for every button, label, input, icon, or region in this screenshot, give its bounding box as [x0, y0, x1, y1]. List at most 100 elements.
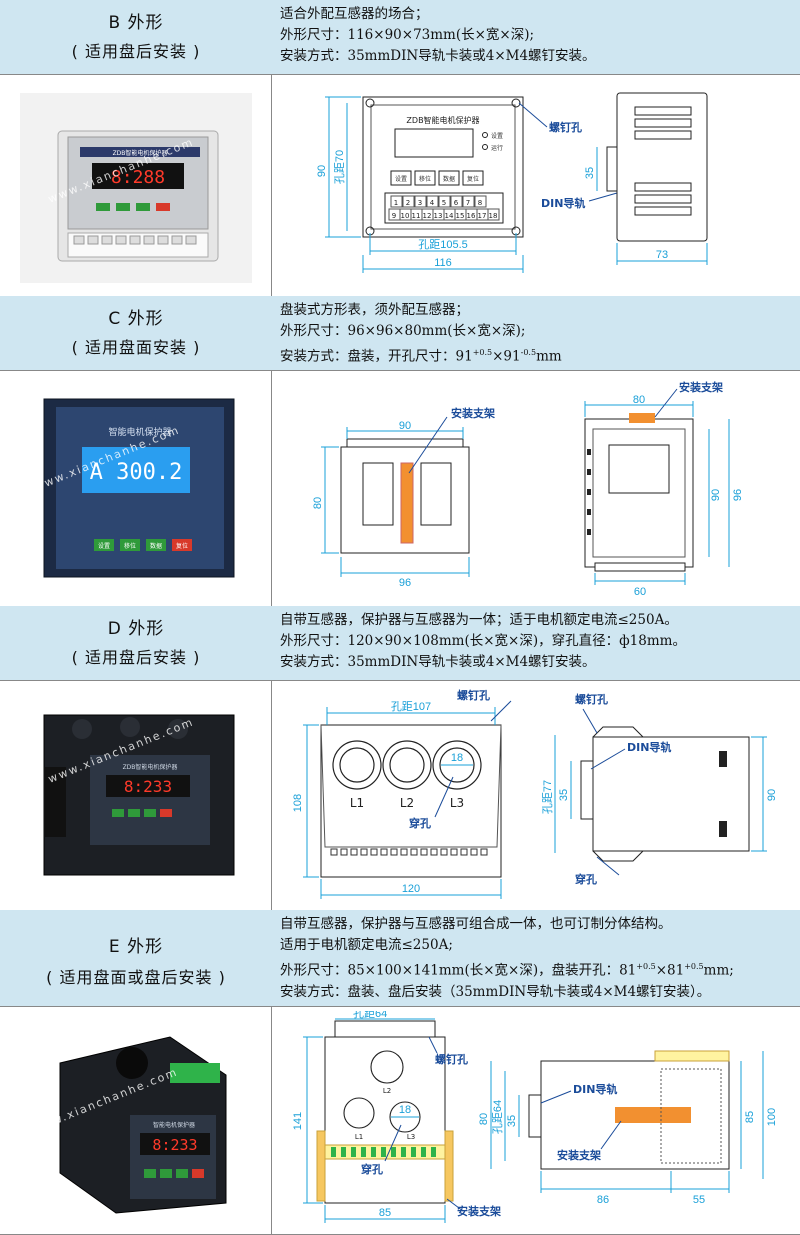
section-e-dim-side-total2: 100	[766, 1108, 778, 1126]
section-b-btn-2: 移位	[419, 175, 431, 183]
section-c-dim-side-h: 90	[710, 489, 722, 501]
section-b-header: B 外形 ( 适用盘后安装 ) 适合外配互感器的场合； 外形尺寸：116×90×…	[0, 0, 800, 74]
section-b-callout-screw: 螺钉孔	[549, 120, 582, 134]
section-b-line-2: 外形尺寸：116×90×73mm(长×宽×深);	[280, 27, 535, 43]
terminal-bottom: 12	[423, 212, 432, 220]
section-e-dim-side-w1: 86	[597, 1194, 609, 1206]
column-divider	[271, 681, 272, 911]
section-c-header: C 外形 ( 适用盘面安装 ) 盘装式方形表，须外配互感器； 外形尺寸：96×9…	[0, 296, 800, 370]
section-b-terminals: 1 2 3 4 5 6 7 8 9 10 11 12 13 14 15 16 1…	[388, 195, 500, 221]
section-e-callout-bracket-front: 安装支架	[457, 1204, 501, 1218]
section-e-line-3-prefix: 外形尺寸：85×100×141mm(长×宽×深)，盘装开孔：81	[280, 962, 637, 979]
column-divider	[271, 1007, 272, 1234]
section-d-dim-side-hole: 孔距77	[541, 780, 554, 814]
section-d-dim-hole-d: 18	[451, 752, 463, 764]
section-b-btn-4: 复位	[467, 175, 479, 183]
section-c-photo-label: 智能电机保护器	[108, 426, 171, 438]
section-e-tol-2: +0.5	[684, 962, 704, 971]
section-e-tol-1: +0.5	[636, 962, 656, 971]
section-e-dim-side-w2: 55	[693, 1194, 705, 1206]
section-c-line-3-mid: ×91	[492, 348, 521, 365]
section-e-dim-side-h: 80	[478, 1113, 490, 1125]
section-e-dim-hole-d: 18	[399, 1104, 411, 1116]
terminal-top: 2	[406, 199, 410, 207]
section-b-panel-title: ZDB智能电机保护器	[406, 115, 479, 125]
section-e-dim-width: 85	[379, 1207, 391, 1219]
section-e-callout-din: DIN导轨	[573, 1082, 617, 1096]
section-b-title: B 外形	[108, 13, 164, 33]
terminal-top: 6	[454, 199, 459, 207]
terminal-bottom: 10	[401, 212, 410, 220]
section-e-callout-bracket-side: 安装支架	[557, 1148, 601, 1162]
section-c-drawing: 90 80 96 安装支架 80 90 96 60 安装支架	[312, 380, 744, 598]
section-d-photo-display: 8:233	[124, 777, 172, 796]
section-d-dim-height: 108	[292, 794, 304, 812]
section-c-dim-side-total: 96	[732, 489, 744, 501]
section-b-btn-1: 设置	[395, 175, 407, 183]
section-d-header: D 外形 ( 适用盘后安装 ) 自带互感器，保护器与互感器为一体；适于电机额定电…	[0, 606, 800, 680]
terminal-top: 4	[430, 199, 435, 207]
section-d-dim-side-mid: 35	[558, 789, 570, 801]
section-e-dim-height: 141	[292, 1112, 304, 1130]
section-e-callout-hole: 穿孔	[361, 1162, 383, 1176]
section-b-photo-label: ZDB智能电机保护器	[113, 149, 168, 157]
section-e-dim-side-total: 85	[744, 1111, 756, 1123]
section-b-dim-hole-h: 孔距105.5	[418, 238, 468, 251]
section-b-photo-display: 8:288	[111, 167, 165, 188]
section-c-dim-front-w: 90	[399, 420, 411, 432]
section-e-photo-display: 8:233	[152, 1136, 197, 1154]
section-d-hole-label: L2	[400, 796, 414, 810]
terminal-bottom: 11	[412, 212, 421, 220]
section-e-dim-side-mid: 35	[506, 1115, 518, 1127]
section-c-photo-btn: 复位	[176, 542, 188, 550]
section-d-callout-screw-front: 螺钉孔	[457, 688, 490, 702]
section-c-subtitle: ( 适用盘面安装 )	[71, 338, 201, 357]
terminal-top: 7	[466, 199, 470, 207]
section-c-photo-display: A 300.2	[90, 460, 183, 485]
terminal-top: 1	[394, 199, 398, 207]
section-e-hole-label: L1	[355, 1133, 363, 1141]
section-e-hole-label: L3	[407, 1133, 415, 1141]
section-b-dim-width: 116	[434, 257, 452, 269]
section-c-tol-2: -0.5	[520, 348, 537, 357]
column-divider	[271, 75, 272, 297]
section-b-subtitle: ( 适用盘后安装 )	[71, 42, 201, 61]
section-b-dim-depth: 73	[656, 249, 668, 261]
section-e-body: 智能电机保护器 8:233 www.xianchanhe.com L2 L1 L…	[0, 1006, 800, 1235]
section-d-dim-hole-h: 孔距107	[391, 700, 431, 713]
section-d-callout-screw-side: 螺钉孔	[575, 692, 608, 706]
section-c-title: C 外形	[108, 309, 164, 329]
section-d-photo-label: ZDB智能电机保护器	[123, 763, 178, 771]
section-c-tol-1: +0.5	[472, 348, 493, 357]
section-e-line-2: 适用于电机额定电流≤250A;	[280, 937, 453, 953]
terminal-bottom: 9	[392, 212, 396, 220]
section-c-line-3-suffix: mm	[536, 348, 562, 365]
section-d-line-1: 自带互感器，保护器与互感器为一体；适于电机额定电流≤250A。	[280, 612, 678, 628]
section-e-dim-hole-h: 孔距64	[353, 1011, 387, 1020]
terminal-bottom: 15	[456, 212, 465, 220]
section-c-photo-btn: 移位	[124, 542, 136, 550]
section-d-callout-hole-front: 穿孔	[409, 816, 431, 830]
section-d-description: 自带互感器，保护器与互感器为一体；适于电机额定电流≤250A。 外形尺寸：120…	[280, 610, 795, 673]
section-c-dim-side-w: 80	[633, 394, 645, 406]
section-e-line-3-mid: ×81	[655, 962, 685, 979]
terminal-bottom: 14	[445, 212, 454, 220]
column-divider	[271, 371, 272, 607]
section-b-led-1: 设置	[491, 132, 503, 140]
section-b-dim-side-mid: 35	[584, 167, 596, 179]
section-b-callout-din: DIN导轨	[541, 196, 585, 210]
section-c-description: 盘装式方形表，须外配互感器； 外形尺寸：96×96×80mm(长×宽×深); 安…	[280, 300, 795, 368]
section-b-dim-height: 90	[316, 165, 328, 177]
section-d-photo: ZDB智能电机保护器 8:233 www.xianchanhe.com	[20, 697, 252, 893]
section-c-line-3: 安装方式：盘装，开孔尺寸：91+0.5×91-0.5mm	[280, 342, 795, 368]
section-c-line-3-prefix: 安装方式：盘装，开孔尺寸：91	[280, 348, 473, 365]
section-e-title: E 外形	[108, 937, 164, 957]
section-d-callout-din: DIN导轨	[627, 740, 671, 754]
section-b-line-3: 安装方式：35mmDIN导轨卡装或4×M4螺钉安装。	[280, 48, 596, 64]
terminal-top: 3	[418, 199, 422, 207]
section-d-drawing: L1 L2 L3 18 孔距107 108 120 螺钉孔 穿孔	[292, 688, 778, 899]
section-e-callout-screw: 螺钉孔	[435, 1052, 468, 1066]
section-d-body: ZDB智能电机保护器 8:233 www.xianchanhe.com L1 L…	[0, 680, 800, 912]
section-b-photo: ZDB智能电机保护器 8:288 www.xianchanhe.com	[20, 93, 252, 283]
